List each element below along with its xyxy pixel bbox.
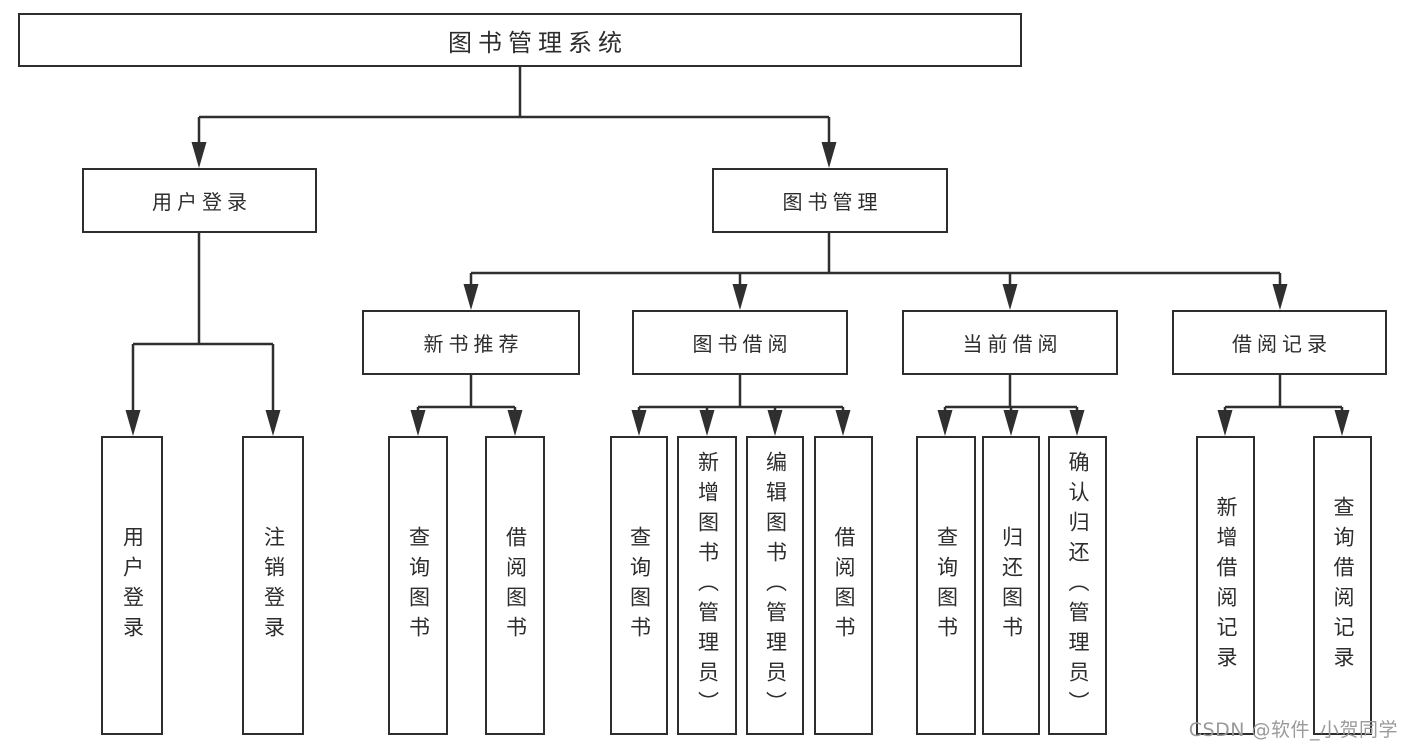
node-library-system: 图书管理系统 (18, 13, 1022, 67)
leaf-edit-book-admin: 编辑图书（管理员） (746, 436, 804, 735)
node-book-borrowing: 图书借阅 (632, 310, 848, 375)
leaf-add-borrow-record: 新增借阅记录 (1196, 436, 1255, 735)
csdn-watermark: CSDN @软件_小贺同学 (1188, 719, 1398, 741)
node-borrow-records: 借阅记录 (1172, 310, 1387, 375)
leaf-confirm-return-admin: 确认归还（管理员） (1048, 436, 1107, 735)
node-book-management: 图书管理 (712, 168, 948, 233)
leaf-query-borrow-record: 查询借阅记录 (1313, 436, 1372, 735)
node-new-book-recommend: 新书推荐 (362, 310, 580, 375)
connector-edges (131, 67, 1344, 414)
leaf-query-books-recommend: 查询图书 (388, 436, 448, 735)
leaf-borrow-books-recommend: 借阅图书 (485, 436, 545, 735)
leaf-query-books-borrow: 查询图书 (610, 436, 668, 735)
leaf-query-books-current: 查询图书 (916, 436, 976, 735)
node-user-login: 用户登录 (82, 168, 317, 233)
leaf-borrow-books: 借阅图书 (814, 436, 873, 735)
arrowheads (125, 142, 1350, 436)
leaf-add-book-admin: 新增图书（管理员） (677, 436, 737, 735)
node-current-borrowing: 当前借阅 (902, 310, 1118, 375)
leaf-user-login: 用户登录 (101, 436, 163, 735)
leaf-return-book: 归还图书 (982, 436, 1040, 735)
leaf-logout: 注销登录 (242, 436, 304, 735)
